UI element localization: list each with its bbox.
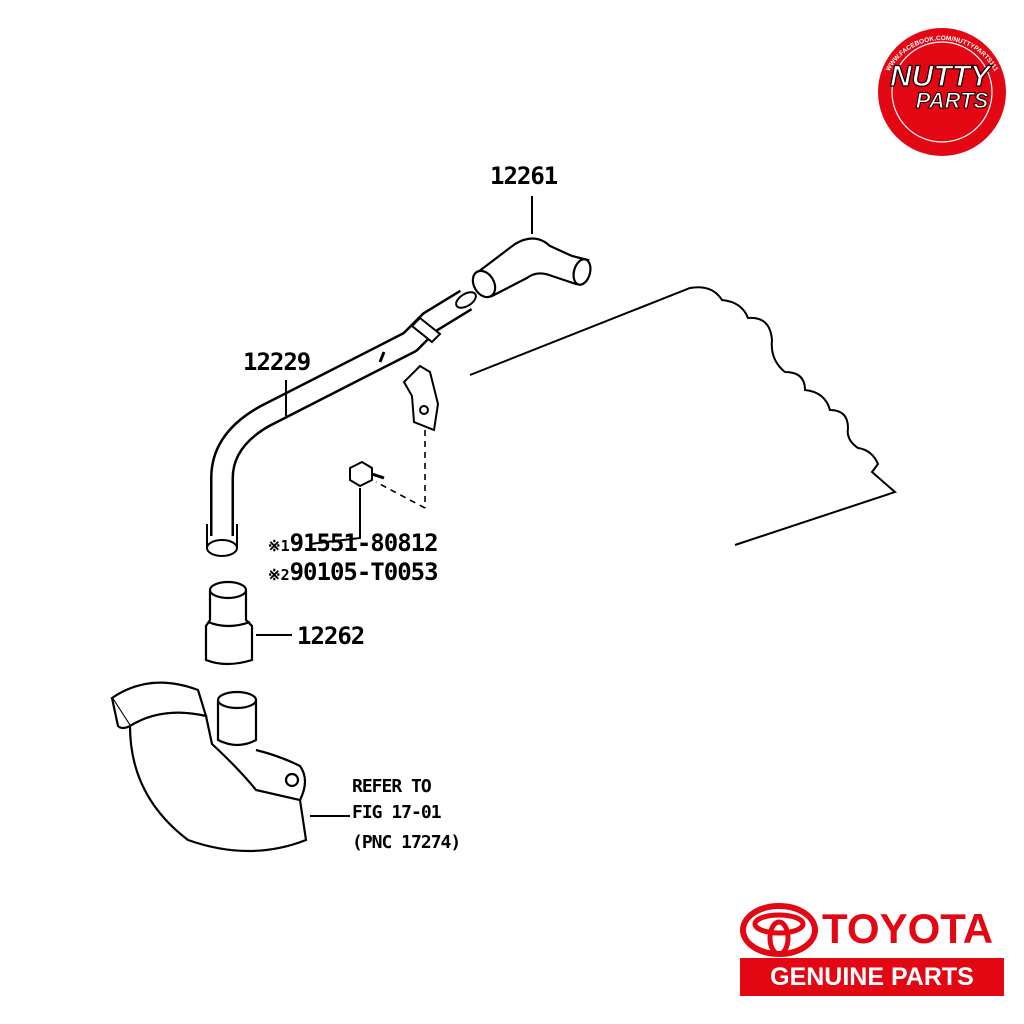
pipe-12229 (206, 289, 477, 557)
svg-text:NUTTY: NUTTY (890, 60, 993, 93)
pipe-bracket (402, 364, 440, 432)
callout-90105-t0053: ※290105-T0053 (268, 558, 439, 586)
refer-to-line3: (PNC 17274) (352, 832, 461, 853)
engine-block-outline (469, 286, 897, 546)
intake-elbow (110, 681, 308, 853)
callout-12262: 12262 (297, 622, 365, 650)
assembly-dashed-lines (375, 430, 426, 509)
hose-12262 (204, 580, 254, 666)
nutty-parts-logo: WWW.FACEBOOK.COM/NUTTYPARTS111 SHOPEE.CO… (878, 28, 1006, 168)
toyota-emblem-icon (740, 903, 818, 957)
toyota-wordmark: TOYOTA (822, 905, 994, 952)
note-mark-2: ※2 (268, 566, 290, 584)
genuine-parts-text: GENUINE PARTS (770, 963, 974, 991)
note-mark-1: ※1 (268, 537, 290, 555)
callout-12261: 12261 (490, 162, 558, 190)
bolt (349, 460, 385, 488)
refer-to-line2: FIG 17-01 (352, 802, 442, 823)
hose-12261 (471, 237, 592, 299)
refer-to-line1: REFER TO (352, 776, 432, 797)
callout-12229: 12229 (243, 348, 311, 376)
part-number-1: 91551-80812 (289, 529, 439, 557)
svg-text:PARTS: PARTS (916, 88, 989, 113)
leader-lines (256, 196, 533, 817)
part-number-2: 90105-T0053 (289, 558, 439, 586)
callout-91551-80812: ※191551-80812 (268, 529, 439, 557)
genuine-parts-banner: GENUINE PARTS (740, 958, 1004, 996)
